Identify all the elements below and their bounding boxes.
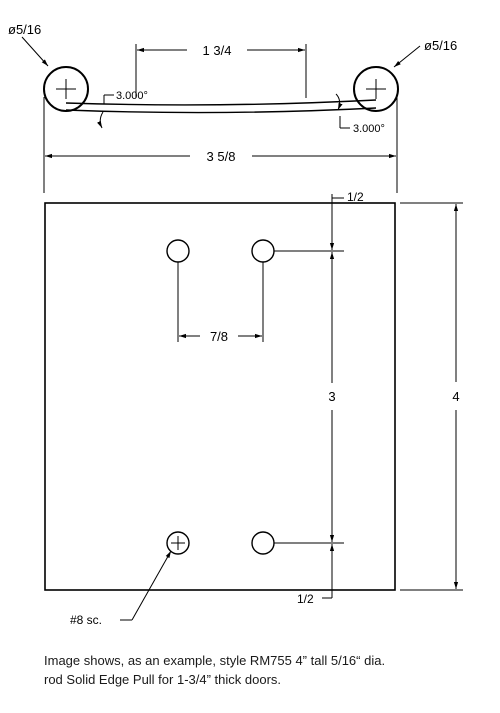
top-view [21,36,421,193]
overall-height-label: 4 [452,389,459,404]
caption-line-2: rod Solid Edge Pull for 1-3/4” thick doo… [44,672,282,687]
rod-dia-right-label: ø5/16 [424,38,457,53]
hole-bottom-right [251,531,275,555]
screw-label: #8 sc. [70,613,102,627]
plate-outline [44,202,396,591]
pull-body-upper [65,99,377,106]
hole-top-left [166,239,190,263]
caption-line-1: Image shows, as an example, style RM755 … [44,653,386,668]
hole-top-right [251,239,275,263]
hole-spacing-vertical-label: 3 [328,389,335,404]
angle-right-label: 3.000° [353,123,385,135]
pull-body-lower [65,107,377,114]
rod-right [353,66,399,112]
rod-left [43,66,89,112]
center-dimension-label: 1 3/4 [203,43,232,58]
hole-spacing-horizontal-label: 7/8 [210,329,228,344]
top-offset-label: 1/2 [347,190,364,204]
bottom-offset-label: 1/2 [297,592,314,606]
rod-dia-left-label: ø5/16 [8,22,41,37]
front-view [44,194,463,621]
angle-left-label: 3.000° [116,90,148,102]
screw-hole [166,531,190,555]
overall-width-label: 3 5/8 [207,149,236,164]
caption: Image shows, as an example, style RM755 … [44,651,484,689]
